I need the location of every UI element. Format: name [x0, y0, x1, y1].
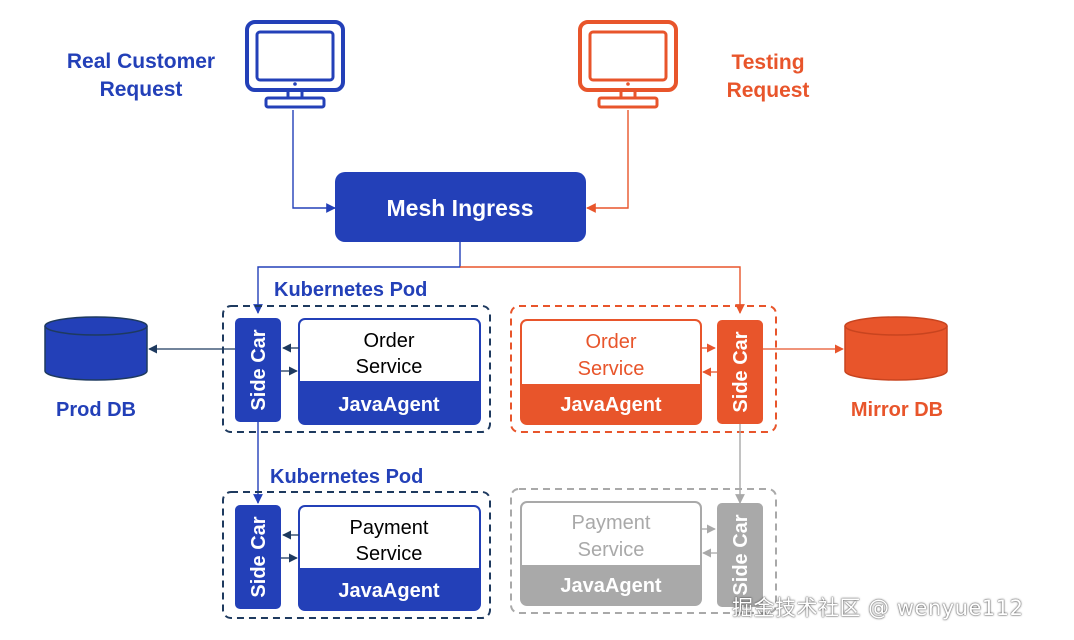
prod-order-agent-box: [299, 381, 480, 424]
watermark-text: 掘金技术社区 @ wenyue112: [732, 596, 1024, 620]
testing-request-label-line1: Testing: [731, 51, 804, 74]
mirror-payment-service-line2: Service: [578, 539, 645, 561]
mirror-payment-sidecar-label: Side Car: [730, 514, 752, 595]
prod-payment-service-line2: Service: [356, 543, 423, 565]
prod-payment-sidecar: [235, 505, 281, 609]
real-request-label-line1: Real Customer: [67, 50, 215, 73]
mirror-order-sidecar: [717, 320, 763, 424]
testing-request-monitor-icon: [578, 20, 678, 109]
mirror-db-database-icon: [844, 316, 948, 381]
mirror-order-agent-label: JavaAgent: [560, 394, 661, 416]
mirror-payment-service-line1: Payment: [572, 512, 651, 534]
prod-db-label: Prod DB: [56, 399, 136, 421]
mirror-order-sidecar-label: Side Car: [730, 331, 752, 412]
mirror-order-service-line1: Order: [585, 331, 636, 353]
mirror-db-label: Mirror DB: [851, 399, 943, 421]
kubernetes-pod-label-bottom: Kubernetes Pod: [270, 466, 423, 488]
mirror-payment-agent-label: JavaAgent: [560, 575, 661, 597]
mirror-payment-pod-boundary: [510, 488, 777, 614]
mesh-ingress-label: Mesh Ingress: [387, 195, 534, 221]
mirror-order-service-line2: Service: [578, 358, 645, 380]
prod-order-sidecar: [235, 318, 281, 422]
testing-request-label-line2: Request: [727, 79, 810, 102]
prod-order-pod-boundary: [222, 305, 491, 433]
testing-request-arrow: [586, 110, 629, 213]
prod-db-database-icon: [44, 316, 148, 381]
real-request-label-line2: Request: [100, 78, 183, 101]
ingress-to-prod-sidecar-arrow: [253, 242, 461, 314]
prod-order-service-line2: Service: [356, 356, 423, 378]
prod-payment-agent-box: [299, 568, 480, 610]
prod-order-sidecar-label: Side Car: [248, 329, 270, 410]
mirror-payment-agent-box: [521, 565, 701, 605]
real-request-monitor-icon: [245, 20, 345, 109]
prod-order-service-line1: Order: [363, 330, 414, 352]
mirror-payment-sidecar: [717, 503, 763, 607]
prod-payment-service-line1: Payment: [350, 517, 429, 539]
ingress-to-mirror-sidecar-arrow: [460, 266, 745, 314]
prod-payment-sidecar-label: Side Car: [248, 516, 270, 597]
prod-payment-agent-label: JavaAgent: [338, 580, 439, 602]
real-request-arrow: [292, 110, 336, 213]
prod-order-agent-label: JavaAgent: [338, 394, 439, 416]
mesh-ingress-box: [335, 172, 586, 242]
prod-payment-pod-boundary: [222, 491, 491, 619]
kubernetes-pod-label-top: Kubernetes Pod: [274, 279, 427, 301]
mirror-order-agent-box: [521, 384, 701, 424]
mirror-order-pod-boundary: [510, 305, 777, 433]
